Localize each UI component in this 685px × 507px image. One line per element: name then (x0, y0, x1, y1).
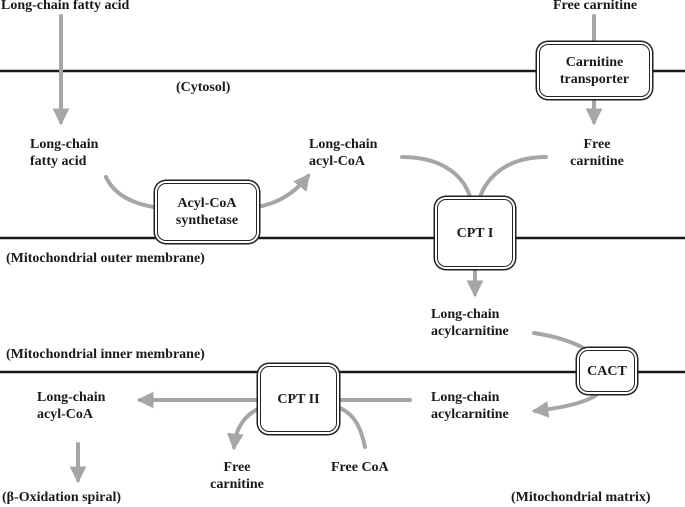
cpt2-label: CPT II (277, 391, 320, 407)
free-carnitine-cytosol-label: Free carnitine (570, 137, 624, 169)
cytosol-label: (Cytosol) (176, 80, 231, 95)
acyl-coa-synthetase-box: Acyl-CoA synthetase (157, 183, 257, 241)
acyl-coa-cytosol-label: Long-chain acyl-CoA (309, 137, 378, 169)
cact-label: CACT (587, 363, 627, 379)
carnitine-transporter-box: Carnitine transporter (539, 44, 650, 97)
free-carnitine-top-label: Free carnitine (553, 0, 638, 13)
cpt2-box: CPT II (260, 366, 337, 432)
beta-oxidation-label: (β-Oxidation spiral) (2, 490, 121, 505)
cpt1-label: CPT I (456, 225, 494, 241)
arrow-carnitine-to-cpt1 (477, 155, 548, 202)
lcfa-cytosol-label: Long-chain fatty acid (30, 137, 99, 169)
cact-box: CACT (579, 350, 635, 392)
arrow-coa-to-cpt2 (333, 404, 367, 449)
acylcarnitine-matrix-label: Long-chain acylcarnitine (431, 390, 509, 422)
free-coa-label: Free CoA (331, 460, 389, 475)
acyl-coa-matrix-label: Long-chain acyl-CoA (37, 390, 106, 422)
carnitine-transporter-label: Carnitine transporter (559, 54, 630, 87)
cpt1-box: CPT I (437, 199, 513, 267)
lcfa-top-label: Long-chain fatty acid (1, 0, 130, 13)
inner-membrane-label: (Mitochondrial inner membrane) (6, 347, 205, 362)
acyl-coa-synthetase-label: Acyl-CoA synthetase (175, 196, 239, 228)
arrow-acylcoa-to-cpt1 (400, 155, 473, 202)
free-carnitine-matrix-label: Free carnitine (210, 460, 264, 492)
mitochondrial-matrix-label: (Mitochondrial matrix) (511, 490, 651, 505)
outer-membrane-label: (Mitochondrial outer membrane) (6, 251, 205, 266)
acylcarnitine-ims-label: Long-chain acylcarnitine (431, 307, 509, 339)
